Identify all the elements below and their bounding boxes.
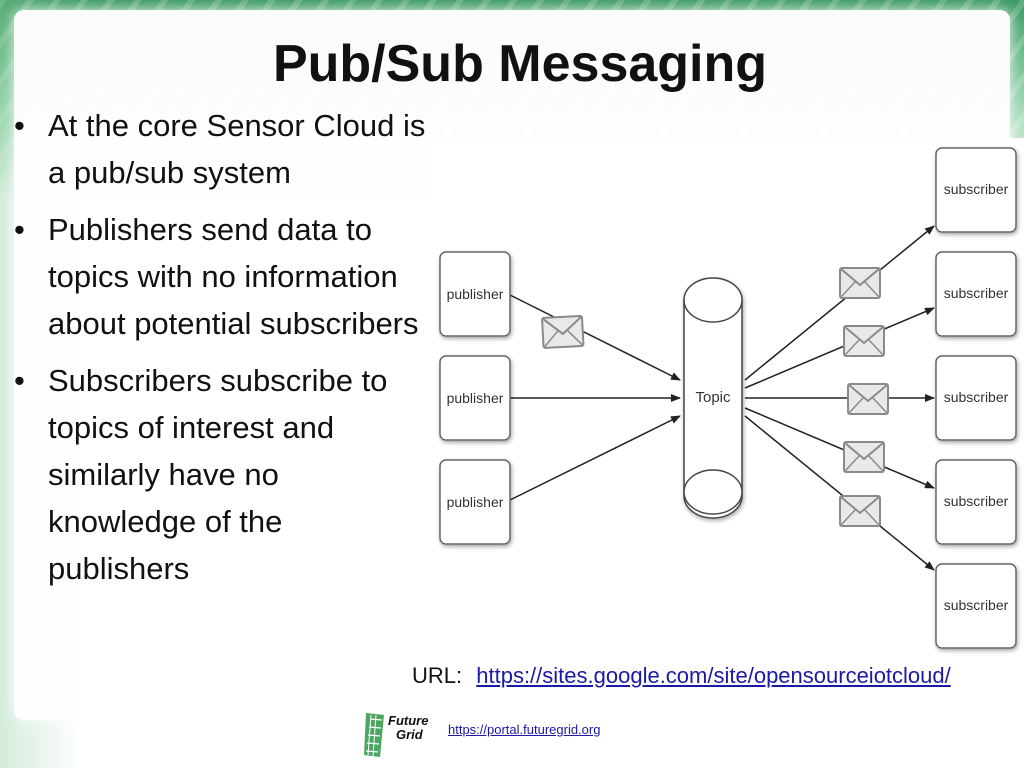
bullet-dot: • — [14, 108, 25, 143]
arrow-line — [744, 407, 935, 489]
envelope-icon — [541, 314, 585, 349]
envelope-icon — [839, 495, 881, 527]
pubsub-diagram-svg: publisher publisher publisher Topic subs… — [439, 147, 1017, 649]
bullet-text: Subscribers subscribe to topics of inter… — [48, 363, 388, 586]
pubsub-diagram: publisher publisher publisher Topic subs… — [430, 138, 1024, 658]
logo-text-line2: Grid — [396, 727, 424, 742]
publisher-arrows — [509, 294, 681, 501]
topic-label: Topic — [695, 389, 731, 406]
bullet-text: At the core Sensor Cloud is a pub/sub sy… — [48, 108, 426, 190]
publisher-label: publisher — [447, 390, 504, 406]
arrow-line — [744, 307, 935, 389]
futuregrid-logo-svg: Future Grid — [364, 713, 428, 757]
publisher-node — [439, 251, 511, 337]
envelope-icon — [843, 325, 885, 357]
subscriber-label: subscriber — [944, 493, 1009, 509]
envelope-icon — [839, 267, 881, 299]
project-url-link[interactable]: https://sites.google.com/site/opensource… — [476, 663, 951, 688]
arrow-line — [509, 415, 681, 501]
bullet-list: • At the core Sensor Cloud is a pub/sub s… — [8, 102, 428, 602]
topic-cylinder — [683, 277, 743, 519]
futuregrid-portal-link[interactable]: https://portal.futuregrid.org — [448, 722, 601, 737]
logo-text-line1: Future — [388, 713, 428, 728]
bullet-dot: • — [14, 363, 25, 398]
arrow-line — [509, 294, 681, 381]
subscriber-label: subscriber — [944, 285, 1009, 301]
arrow-line — [744, 225, 935, 381]
publisher-node — [439, 459, 511, 545]
slide-title: Pub/Sub Messaging — [272, 35, 768, 93]
subscriber-arrows — [744, 225, 935, 571]
subscriber-label: subscriber — [944, 181, 1009, 197]
subscriber-label: subscriber — [944, 597, 1009, 613]
envelope-icon — [843, 441, 885, 473]
futuregrid-logo: Future Grid — [362, 705, 440, 761]
arrow-line — [744, 415, 935, 571]
bullet-text: Publishers send data to topics with no i… — [48, 212, 419, 341]
bullet-item: • Subscribers subscribe to topics of inte… — [8, 357, 428, 592]
url-label: URL: — [412, 663, 463, 688]
envelope-icon — [847, 383, 889, 415]
bullet-item: • Publishers send data to topics with no … — [8, 206, 428, 347]
subscriber-node — [935, 355, 1017, 441]
bullet-item: • At the core Sensor Cloud is a pub/sub s… — [8, 102, 428, 196]
publisher-label: publisher — [447, 494, 504, 510]
bullet-dot: • — [14, 212, 25, 247]
subscriber-node — [935, 459, 1017, 545]
url-line: URL: https://sites.google.com/site/opens… — [412, 663, 951, 689]
publisher-label: publisher — [447, 286, 504, 302]
subscriber-label: subscriber — [944, 389, 1009, 405]
publisher-node — [439, 355, 511, 441]
subscriber-node — [935, 251, 1017, 337]
subscriber-node — [935, 147, 1017, 233]
subscriber-node — [935, 563, 1017, 649]
